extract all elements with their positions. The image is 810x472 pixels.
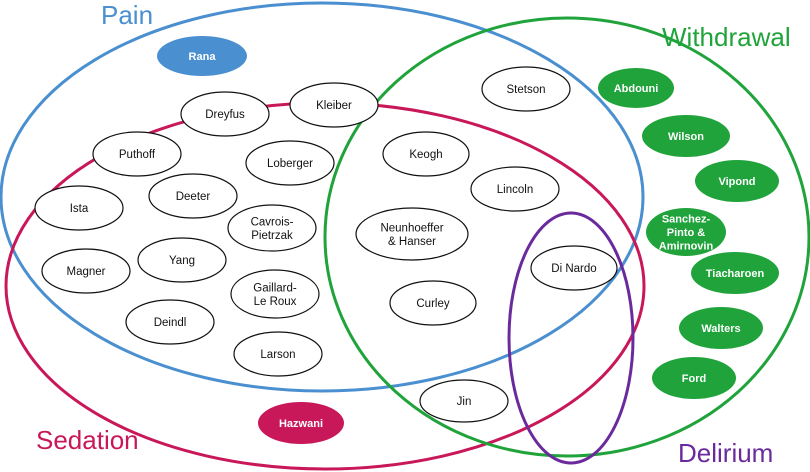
svg-text:Kleiber: Kleiber <box>316 100 352 112</box>
node-sanchez-pinto-amirnovin: Sanchez-Pinto & Amirnovin <box>646 208 726 256</box>
svg-text:Sanchez-Pinto &Amirnovin: Sanchez-Pinto & Amirnovin <box>659 214 714 253</box>
node-label-line: Pinto & <box>667 227 706 239</box>
svg-text:Loberger: Loberger <box>267 158 313 170</box>
node-label-line: Vipond <box>718 176 755 188</box>
node-label-line: Magner <box>67 266 106 278</box>
node-label-line: Di Nardo <box>551 263 596 275</box>
svg-text:Magner: Magner <box>67 266 106 278</box>
node-deindl: Deindl <box>125 299 215 345</box>
node-label-line: Deeter <box>176 191 211 203</box>
node-label-line: Yang <box>169 255 195 267</box>
node-label-line: Loberger <box>267 158 313 170</box>
svg-text:Vipond: Vipond <box>718 176 755 188</box>
svg-text:Neunhoeffer& Hanser: Neunhoeffer & Hanser <box>380 222 443 248</box>
node-ford: Ford <box>652 357 736 399</box>
node-wilson: Wilson <box>642 115 730 157</box>
node-gaillard-le-roux: Gaillard- Le Roux <box>230 269 320 319</box>
node-label-line: Walters <box>701 323 740 335</box>
delirium-set-ellipse <box>507 211 635 465</box>
node-label-line: Amirnovin <box>659 241 714 253</box>
node-rana: Rana <box>157 36 247 76</box>
node-yang: Yang <box>137 237 227 283</box>
node-lincoln: Lincoln <box>470 166 560 212</box>
node-label-line: Tiacharoen <box>706 268 765 280</box>
node-label-line: Hazwani <box>279 418 323 430</box>
node-label-line: Abdouni <box>614 83 659 95</box>
node-puthoff: Puthoff <box>92 131 182 177</box>
svg-text:Stetson: Stetson <box>507 84 546 96</box>
node-label-line: Ford <box>682 373 706 385</box>
node-label-line: Deindl <box>154 317 187 329</box>
svg-text:Deindl: Deindl <box>154 317 187 329</box>
svg-text:Larson: Larson <box>260 349 295 361</box>
node-dreyfus: Dreyfus <box>180 91 270 137</box>
node-label-line: Ista <box>70 203 89 215</box>
svg-text:Lincoln: Lincoln <box>497 184 533 196</box>
node-label-line: & Hanser <box>388 236 436 248</box>
svg-text:Hazwani: Hazwani <box>279 418 323 430</box>
node-abdouni: Abdouni <box>598 68 674 108</box>
svg-text:Ford: Ford <box>682 373 706 385</box>
node-jin: Jin <box>419 379 509 423</box>
withdrawal-label: Withdrawal <box>662 22 791 52</box>
node-label-line: Kleiber <box>316 100 352 112</box>
svg-text:Deeter: Deeter <box>176 191 211 203</box>
node-label-line: Lincoln <box>497 184 533 196</box>
sedation-label: Sedation <box>36 425 139 455</box>
node-di-nardo: Di Nardo <box>530 245 618 291</box>
svg-text:Curley: Curley <box>416 298 449 310</box>
node-label-line: Puthoff <box>119 149 156 161</box>
withdrawal-set-ellipse <box>323 16 810 458</box>
node-deeter: Deeter <box>148 173 238 219</box>
node-keogh: Keogh <box>382 131 470 177</box>
pain-label: Pain <box>101 0 153 30</box>
svg-text:Di Nardo: Di Nardo <box>551 263 596 275</box>
node-ista: Ista <box>34 185 124 231</box>
pain-set-ellipse <box>0 1 645 393</box>
node-label-line: Pietrzak <box>251 230 293 242</box>
node-loberger: Loberger <box>245 140 335 186</box>
node-label-line: Gaillard- <box>253 282 297 294</box>
svg-text:Wilson: Wilson <box>668 131 704 143</box>
node-label-line: Keogh <box>409 149 442 161</box>
node-curley: Curley <box>389 280 477 326</box>
node-label-line: Stetson <box>507 84 546 96</box>
node-label-line: Neunhoeffer <box>380 222 443 234</box>
node-vipond: Vipond <box>695 160 779 202</box>
svg-text:Abdouni: Abdouni <box>614 83 659 95</box>
svg-text:Gaillard-Le Roux: Gaillard- Le Roux <box>253 282 297 308</box>
svg-text:Rana: Rana <box>189 51 217 63</box>
node-tiacharoen: Tiacharoen <box>691 252 779 294</box>
svg-text:Jin: Jin <box>457 396 472 408</box>
node-cavrois-pietrzak: Cavrois- Pietrzak <box>227 204 317 252</box>
node-label-line: Wilson <box>668 131 704 143</box>
svg-text:Tiacharoen: Tiacharoen <box>706 268 765 280</box>
svg-text:Dreyfus: Dreyfus <box>205 109 245 121</box>
delirium-label: Delirium <box>678 438 773 468</box>
node-hazwani: Hazwani <box>258 402 344 444</box>
svg-text:Walters: Walters <box>701 323 740 335</box>
node-label-line: Cavrois- <box>251 216 294 228</box>
node-label-line: Curley <box>416 298 449 310</box>
svg-text:Ista: Ista <box>70 203 89 215</box>
svg-text:Cavrois-Pietrzak: Cavrois- Pietrzak <box>251 216 294 242</box>
node-label-line: Jin <box>457 396 472 408</box>
node-label-line: Rana <box>189 51 217 63</box>
svg-text:Yang: Yang <box>169 255 195 267</box>
node-walters: Walters <box>679 307 763 349</box>
svg-text:Keogh: Keogh <box>409 149 442 161</box>
node-larson: Larson <box>233 331 323 377</box>
svg-text:Puthoff: Puthoff <box>119 149 156 161</box>
node-label-line: Le Roux <box>254 296 297 308</box>
node-magner: Magner <box>41 248 131 294</box>
node-label-line: Sanchez- <box>662 214 711 226</box>
node-neunhoeffer-hanser: Neunhoeffer & Hanser <box>355 207 469 261</box>
node-label-line: Dreyfus <box>205 109 245 121</box>
node-label-line: Larson <box>260 349 295 361</box>
node-stetson: Stetson <box>481 66 571 112</box>
node-kleiber: Kleiber <box>289 82 379 128</box>
